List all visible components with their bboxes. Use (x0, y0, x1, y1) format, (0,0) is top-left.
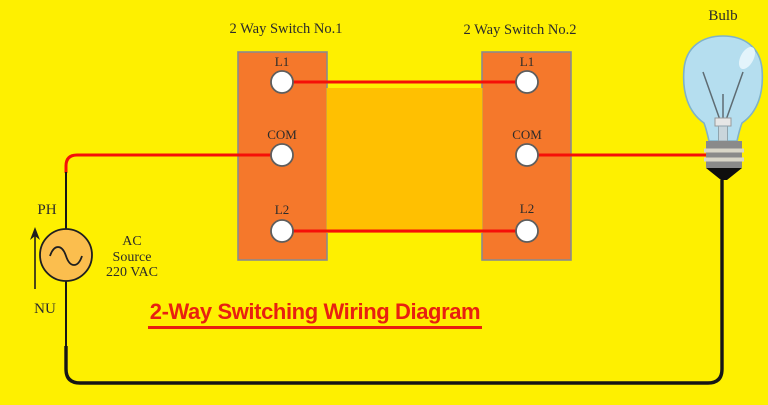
bulb-highlight (738, 46, 756, 70)
neutral-label: NU (34, 301, 56, 317)
ac-source-line3: 220 VAC (105, 265, 158, 280)
terminal-label-s2-com: COM (512, 127, 542, 142)
terminal-s1-l2 (270, 219, 294, 243)
wire-com1-to-source (64, 153, 282, 173)
diagram-title-wrap: 2-Way Switching Wiring Diagram (139, 299, 491, 329)
up-arrow-icon (30, 227, 40, 240)
terminal-label-s2-l2: L2 (519, 201, 535, 216)
ac-source-label: AC Source 220 VAC (92, 234, 172, 281)
terminal-s1-l1 (270, 70, 294, 94)
diagram-title: 2-Way Switching Wiring Diagram (147, 299, 483, 329)
bulb-stem (718, 125, 728, 142)
terminal-s1-com (270, 143, 294, 167)
ac-source-line2: Source (112, 249, 152, 265)
connection-panel (326, 88, 483, 233)
bulb-base-stripe (704, 157, 744, 162)
bulb-filament-right (725, 71, 744, 121)
terminal-label-s2-l1: L1 (519, 54, 535, 69)
wire-neutral-loop (64, 180, 724, 385)
bulb-base-stripe (704, 148, 744, 153)
bulb-graphic (682, 35, 764, 180)
terminal-s2-com (515, 143, 539, 167)
sine-wave-icon (49, 246, 83, 266)
terminal-s2-l1 (515, 70, 539, 94)
bulb-screw-base (706, 141, 742, 168)
switch2-title: 2 Way Switch No.2 (463, 22, 577, 38)
switch1-title: 2 Way Switch No.1 (229, 21, 343, 37)
bulb-filament-left (702, 71, 721, 121)
terminal-label-s1-l2: L2 (274, 202, 290, 217)
terminal-s2-l2 (515, 219, 539, 243)
phase-label: PH (37, 202, 57, 218)
terminal-label-s1-l1: L1 (274, 54, 290, 69)
bulb-filament-holder (714, 117, 732, 127)
bulb-contact-cone (706, 168, 742, 180)
bulb-label: Bulb (708, 8, 738, 24)
ac-source-line1: AC (122, 234, 142, 249)
terminal-label-s1-com: COM (267, 127, 297, 142)
